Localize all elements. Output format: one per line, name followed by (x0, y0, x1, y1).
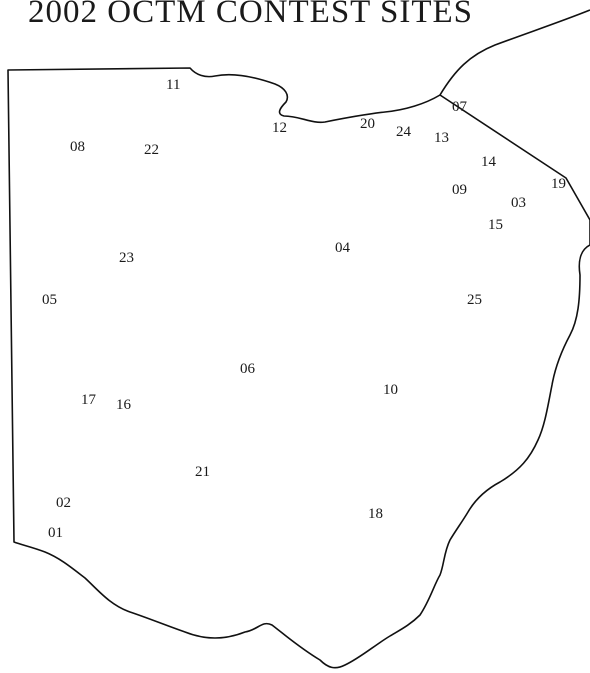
map-title: 2002 OCTM CONTEST SITES (28, 0, 474, 30)
site-label-04: 04 (335, 240, 351, 256)
site-label-05: 05 (42, 292, 57, 308)
site-label-22: 22 (144, 142, 159, 158)
site-label-12: 12 (272, 120, 287, 136)
site-label-02: 02 (56, 495, 71, 511)
site-label-09: 09 (452, 182, 467, 198)
site-label-07: 07 (452, 99, 468, 115)
lake-erie-shoreline (439, 9, 590, 96)
site-label-17: 17 (81, 392, 97, 408)
site-label-25: 25 (467, 292, 482, 308)
site-label-03: 03 (511, 195, 526, 211)
site-label-14: 14 (481, 154, 497, 170)
site-label-21: 21 (195, 464, 210, 480)
site-label-10: 10 (383, 382, 398, 398)
site-label-20: 20 (360, 116, 375, 132)
site-label-15: 15 (488, 217, 503, 233)
site-label-19: 19 (551, 176, 566, 192)
site-label-01: 01 (48, 525, 63, 541)
site-label-24: 24 (396, 124, 412, 140)
site-label-11: 11 (166, 77, 180, 93)
site-label-16: 16 (116, 397, 132, 413)
ohio-state-outline (7, 67, 590, 669)
site-label-06: 06 (240, 361, 256, 377)
site-label-23: 23 (119, 250, 134, 266)
site-label-08: 08 (70, 139, 85, 155)
site-label-13: 13 (434, 130, 449, 146)
site-label-18: 18 (368, 506, 383, 522)
